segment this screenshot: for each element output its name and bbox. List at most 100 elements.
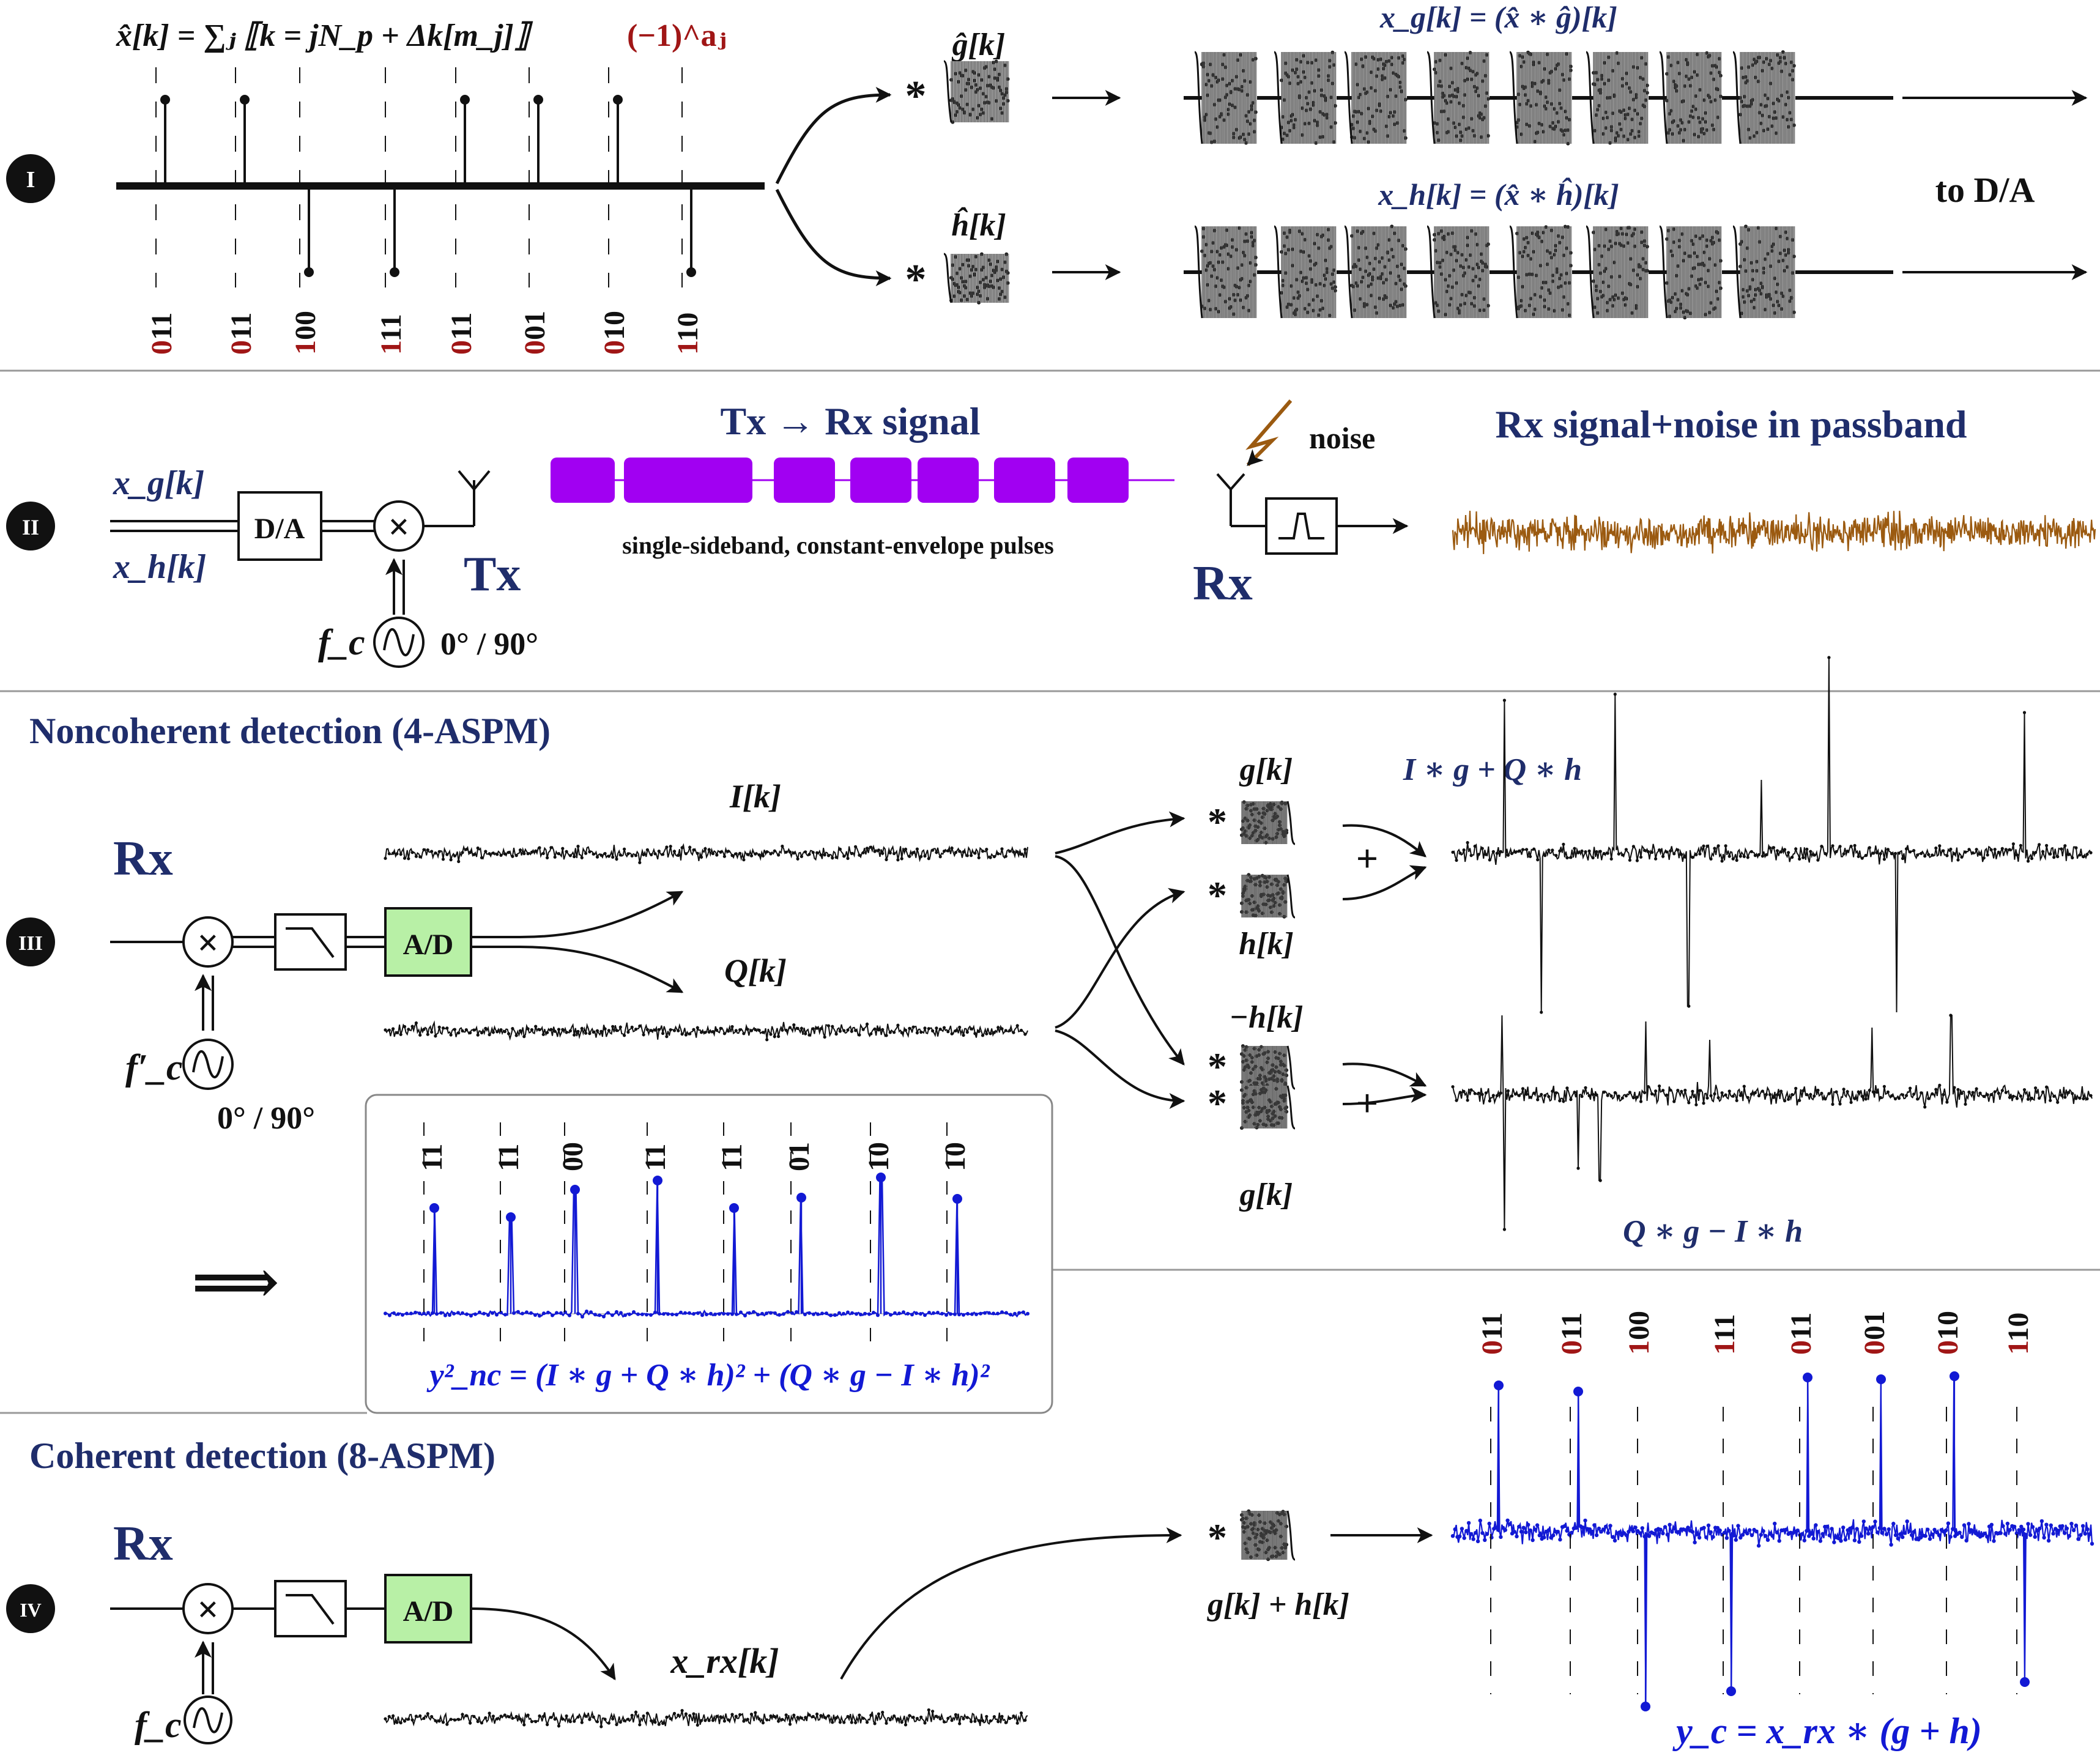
- sum2-trace-line-dot: [1779, 1089, 1783, 1093]
- yc-peak: [1573, 1387, 1583, 1396]
- sum2-trace-line-dot: [2082, 1097, 2085, 1100]
- yc-dot: [2019, 1524, 2024, 1529]
- bit-label-bottom-sign: 0: [1932, 1340, 1964, 1355]
- yc-dot: [2069, 1521, 2074, 1526]
- sum1-trace-line-dot: [1835, 850, 1838, 853]
- sum1-trace-line-dot: [1698, 852, 1702, 856]
- i-trace-line-dot: [1019, 853, 1023, 856]
- bit-label-top-rest: 11: [375, 314, 407, 341]
- sum2-trace-line-dot: [1904, 1094, 1909, 1097]
- sum1-trace-line-dot: [1646, 850, 1650, 854]
- xrx-trace-line-dot: [730, 1713, 734, 1716]
- g2-block-lines: [1241, 1086, 1287, 1129]
- branch-arrow-lower: [775, 188, 892, 286]
- i-trace-line-dot: [1000, 847, 1004, 851]
- sum1-trace-line-dot: [1480, 847, 1484, 850]
- impulse-head: [390, 267, 399, 277]
- xg-pulse-tail: [1585, 51, 1595, 144]
- sum2-trace-line-dot: [1451, 1085, 1455, 1089]
- inset-dot: [542, 1311, 546, 1316]
- i-trace-line-dot: [807, 853, 811, 856]
- bit-label-bottom: 011: [1556, 1313, 1588, 1355]
- yc-dot: [1983, 1532, 1987, 1536]
- sum2-trace-line-dot: [1510, 1094, 1514, 1098]
- yc-dot: [1985, 1535, 1989, 1539]
- sum1-trace-line-dot: [2019, 843, 2022, 847]
- arrow-sum1-a: [1342, 824, 1427, 858]
- g1-block-tail: [1286, 801, 1296, 845]
- rx-antenna-icon: [1216, 473, 1245, 492]
- xrx-trace-line-dot: [946, 1716, 950, 1720]
- arrow-q-to-h: [1055, 888, 1185, 1029]
- inset-dot: [670, 1313, 674, 1316]
- sum1-trace-line-dot: [1904, 847, 1909, 851]
- sum2-trace-line-dot: [1805, 1093, 1809, 1097]
- xg-pulse: [1585, 51, 1649, 145]
- yc-dot: [1912, 1530, 1916, 1534]
- yc-signal: [1450, 1371, 2094, 1711]
- inset-dot: [602, 1314, 606, 1319]
- badge-2-label: II: [22, 515, 39, 539]
- i-trace-line-dot: [546, 856, 549, 859]
- tx-xh-label: x_h[k]: [113, 548, 206, 586]
- sum1-trace-line-dot: [1842, 852, 1846, 856]
- bit-label-bottom: 001: [1858, 1311, 1891, 1355]
- sum1-trace-line-dot: [1510, 851, 1514, 855]
- sum2-trace-line-dot: [1901, 1093, 1905, 1097]
- sum2-trace-line-dot: [1783, 1099, 1787, 1103]
- sum2-trace-line-dot: [1993, 1090, 1997, 1094]
- sum1-trace-line-dot: [1573, 847, 1576, 850]
- q-trace-line-dot: [811, 1027, 815, 1031]
- i-trace-line-dot: [811, 851, 815, 854]
- sum1-trace-line-dot: [2034, 851, 2038, 854]
- sum2-trace-line-dot: [1495, 1094, 1499, 1097]
- xg-pulse-tail: [1508, 51, 1518, 144]
- q-trace-line-dot: [788, 1026, 792, 1029]
- sum1-trace-line-dot: [1923, 854, 1927, 858]
- bit-label-top-sign: 1: [289, 340, 322, 355]
- q-trace-line-dot: [696, 1026, 699, 1029]
- sum2-trace-line-dot: [1857, 1090, 1860, 1094]
- inset-dot: [816, 1312, 820, 1316]
- sum2-trace-line-dot: [1956, 1088, 1960, 1091]
- i-trace-line-dot: [722, 854, 726, 858]
- xrx-trace-line-dot: [719, 1715, 722, 1719]
- xh-pulse-lines: [1666, 226, 1721, 318]
- inset-dot: [936, 1311, 940, 1314]
- q-trace-line-dot: [618, 1025, 622, 1029]
- xrx-trace-line-dot: [749, 1713, 754, 1716]
- q-trace-line-dot: [792, 1023, 796, 1027]
- sum1-trace-line-dot: [1540, 1010, 1543, 1014]
- yc-dot: [1670, 1530, 1674, 1534]
- yc-dot: [1876, 1530, 1880, 1535]
- i-trace-line-dot: [518, 848, 522, 852]
- xh-pulse-lines: [1201, 226, 1256, 318]
- sum1-trace-line-dot: [1909, 850, 1912, 854]
- sum2-trace-line-dot: [1964, 1102, 1967, 1106]
- q-trace-line-dot: [387, 1028, 391, 1032]
- q-trace-line-dot: [1004, 1029, 1007, 1032]
- xrx-trace-line-dot: [561, 1717, 565, 1721]
- xrx-trace-line-dot: [877, 1712, 880, 1716]
- inset-bit-label: 11: [492, 1144, 525, 1171]
- i-trace-line-dot: [923, 854, 927, 858]
- yc-dot: [1483, 1538, 1487, 1542]
- sum2-trace-line-dot: [2052, 1094, 2056, 1098]
- i-trace-line-dot: [877, 848, 880, 852]
- yc-dot: [1859, 1534, 1864, 1538]
- q-trace-line-dot: [903, 1028, 908, 1032]
- i-trace-line-dot: [996, 852, 1000, 856]
- xrx-trace-line-dot: [399, 1721, 403, 1725]
- yc-dot: [1617, 1530, 1622, 1535]
- sum1-trace-line-dot: [1642, 848, 1647, 852]
- yc-dot: [1777, 1539, 1781, 1543]
- q-trace-line-dot: [645, 1028, 649, 1031]
- yc-dot: [1528, 1528, 1533, 1533]
- i-trace-line-dot: [580, 856, 584, 859]
- xrx-trace-line-dot: [599, 1725, 603, 1729]
- yc-peak: [1803, 1373, 1812, 1382]
- yc-dot: [1565, 1529, 1569, 1533]
- badge-4-label: IV: [20, 1599, 42, 1621]
- q-trace-line-dot: [557, 1028, 561, 1031]
- sum1-trace-line-dot: [1993, 848, 1997, 851]
